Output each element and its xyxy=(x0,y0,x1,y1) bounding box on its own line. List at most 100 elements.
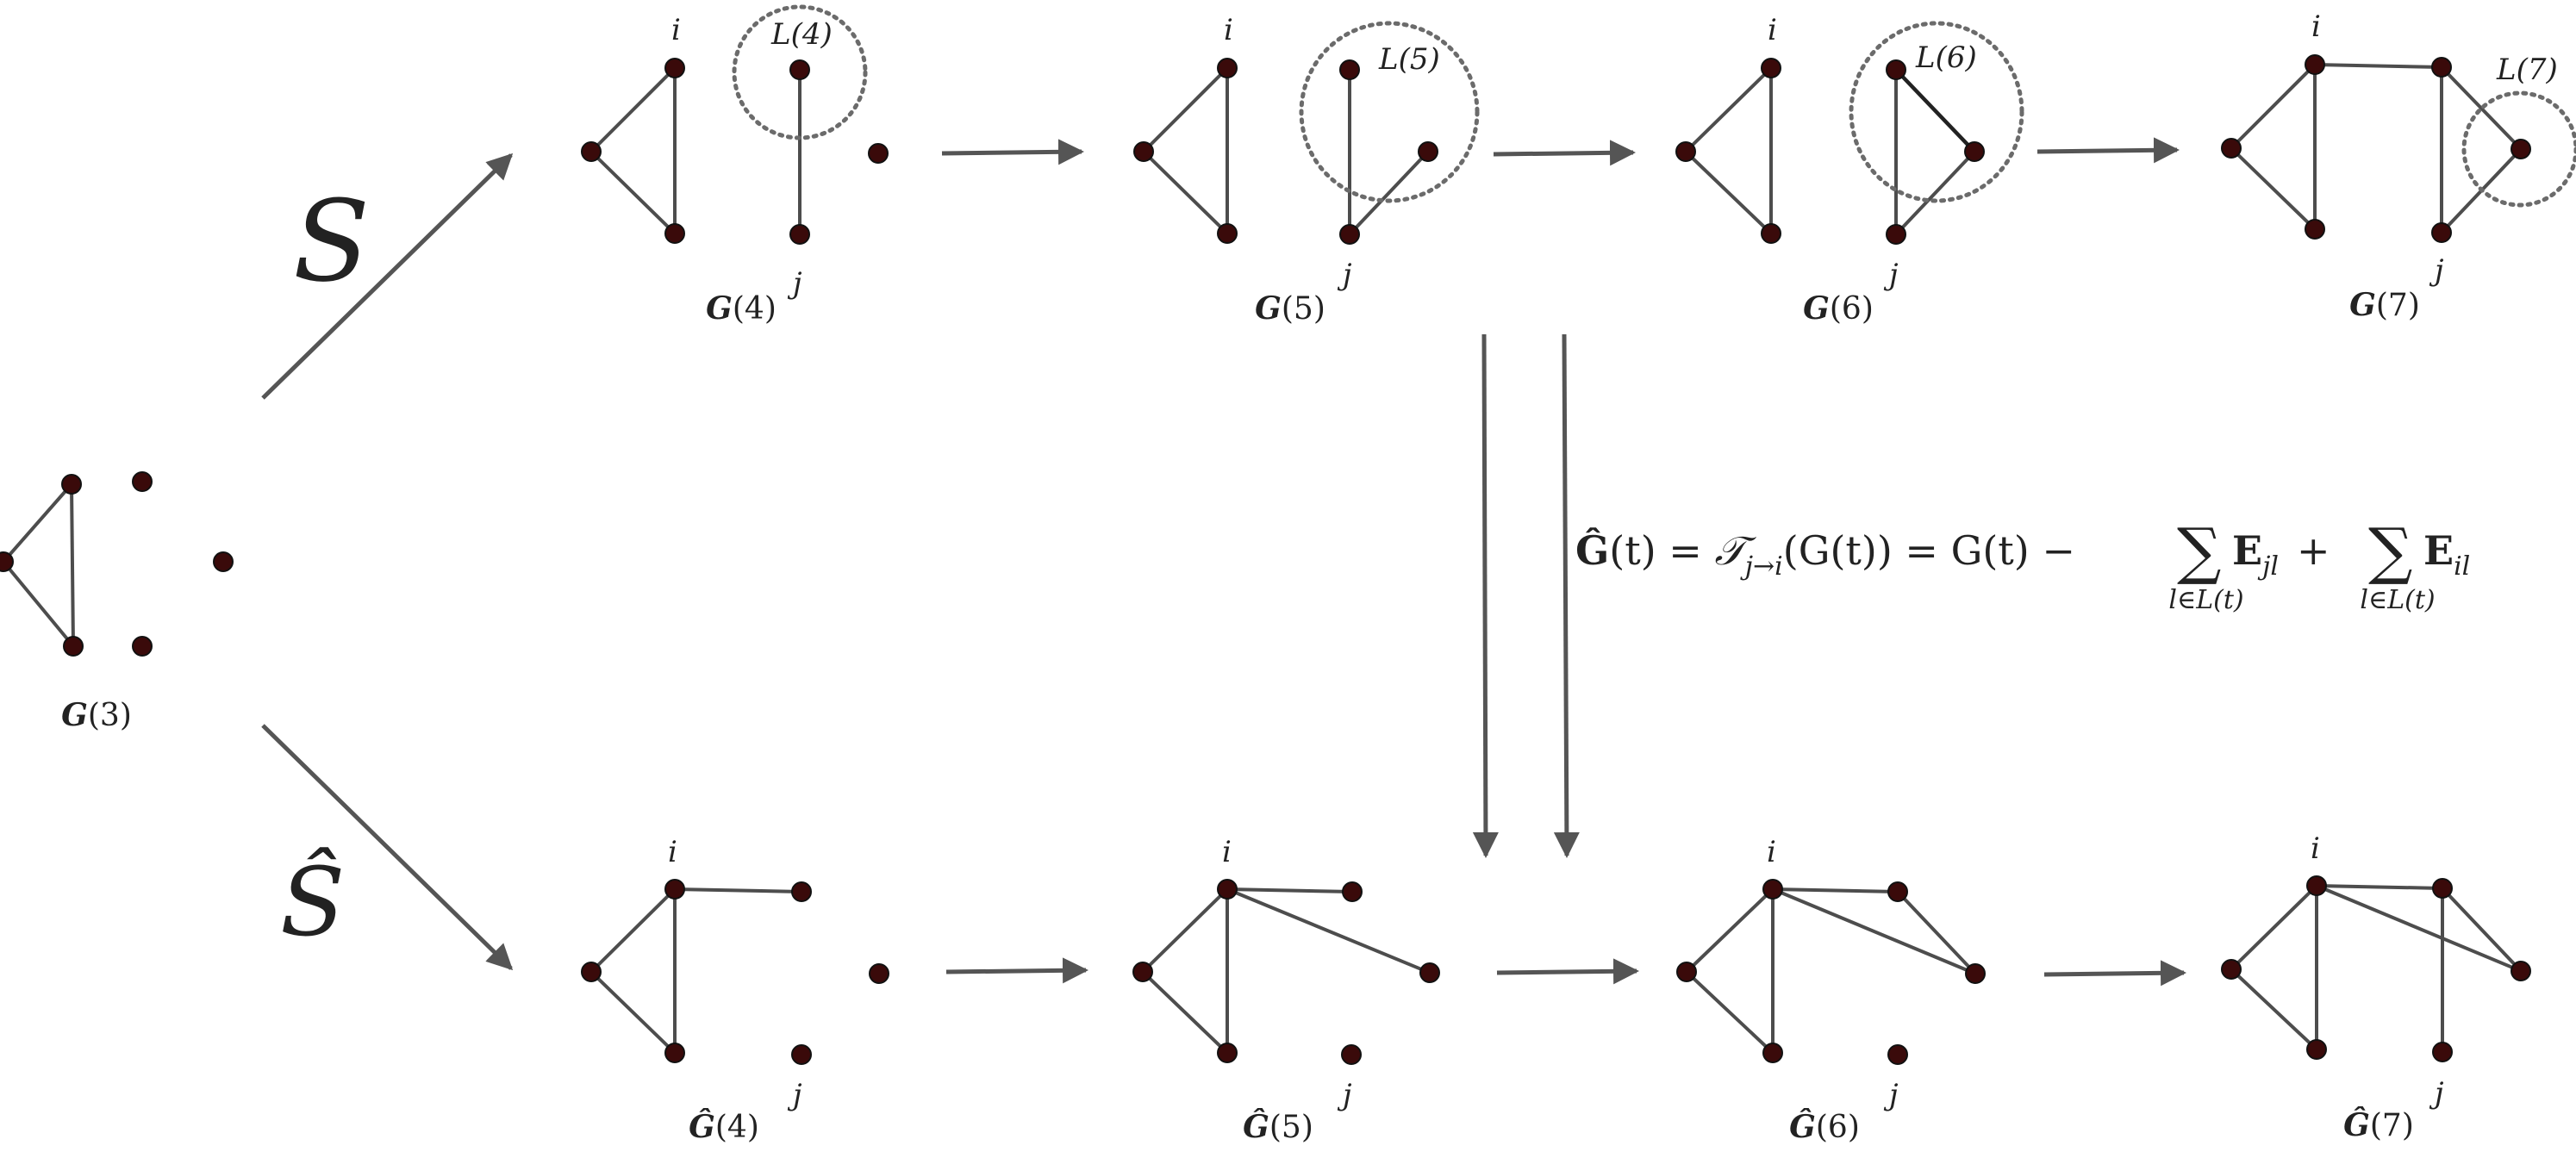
node xyxy=(0,551,14,572)
label-j: j xyxy=(787,1078,802,1112)
neighborhood-circle xyxy=(2461,90,2576,208)
arrow xyxy=(945,957,1088,984)
node xyxy=(1964,141,1985,162)
node-j xyxy=(1339,224,1360,245)
graph-label: Ĝ(5) xyxy=(1243,1109,1313,1145)
graph-label: G(7) xyxy=(2349,287,2420,323)
transform-arrow-left xyxy=(1472,333,1499,858)
equation-main: Ĝ(t) = 𝒯j→i(G(t)) = G(t) − xyxy=(1575,526,2075,582)
edge xyxy=(1142,66,1229,153)
neighborhood-circle xyxy=(1299,21,1480,203)
graph-g5: i j L(5) G(5) xyxy=(1133,13,1480,327)
arrow-to-bottom xyxy=(261,724,514,971)
node-j xyxy=(789,224,810,245)
circle-label: L(7) xyxy=(2496,53,2558,87)
circle-label: L(5) xyxy=(1378,42,1440,77)
graph-g4: i j L(4) G(4) xyxy=(581,4,889,327)
graph-label: Ĝ(4) xyxy=(689,1109,759,1145)
node xyxy=(1965,963,1986,984)
sum-symbol-2: ∑ xyxy=(2368,514,2412,587)
node xyxy=(2432,878,2453,899)
node xyxy=(1676,962,1697,982)
edge xyxy=(2230,63,2317,150)
node xyxy=(2431,57,2452,78)
node-j xyxy=(1341,1044,1362,1065)
node-i xyxy=(1761,58,1781,78)
node-i xyxy=(1217,58,1238,78)
edge xyxy=(2440,65,2523,151)
node xyxy=(2511,139,2531,159)
neighborhood-circle xyxy=(1849,21,2024,203)
node xyxy=(213,551,234,572)
node-i xyxy=(2306,875,2327,896)
edge xyxy=(2230,968,2318,1051)
edge xyxy=(674,887,802,893)
edge xyxy=(2230,884,2318,971)
graph-label: Ĝ(6) xyxy=(1789,1109,1860,1145)
node-j xyxy=(791,1044,812,1065)
edge xyxy=(1685,887,1775,974)
label-j: j xyxy=(787,266,802,301)
label-i: i xyxy=(2311,9,2321,44)
sum-under-2: l∈L(t) xyxy=(2360,585,2435,615)
node xyxy=(1217,1043,1238,1063)
arrow xyxy=(2043,960,2186,987)
sum-symbol-1: ∑ xyxy=(2177,514,2221,587)
edge xyxy=(2441,887,2523,973)
label-i: i xyxy=(668,835,677,869)
node-i xyxy=(664,58,685,78)
label-j: j xyxy=(1337,1078,1352,1112)
node xyxy=(1675,141,1696,162)
edge xyxy=(2230,146,2317,231)
edge xyxy=(589,970,677,1055)
node xyxy=(1339,59,1360,80)
edge xyxy=(2316,884,2522,973)
node-i xyxy=(664,879,685,900)
node xyxy=(2221,959,2242,980)
sum-term-1: Ejl xyxy=(2232,527,2279,582)
circle-label: L(6) xyxy=(1915,40,1977,75)
node-i xyxy=(2305,54,2325,75)
graph-label: G(4) xyxy=(706,290,777,327)
edge xyxy=(1772,887,1899,893)
label-j: j xyxy=(1883,258,1899,292)
node-i xyxy=(1217,879,1238,900)
node xyxy=(789,59,810,80)
edge xyxy=(1226,887,1431,974)
label-i: i xyxy=(1222,835,1232,869)
node xyxy=(2511,961,2531,981)
graph-ghat4: i j Ĝ(4) xyxy=(581,835,889,1145)
edge xyxy=(1894,150,1976,236)
edge xyxy=(70,483,75,647)
node xyxy=(2305,219,2325,240)
node-j xyxy=(2432,1042,2453,1062)
arrow xyxy=(1493,140,1636,166)
edge xyxy=(1685,970,1775,1055)
node-i xyxy=(1762,879,1783,900)
circle-label: L(4) xyxy=(770,17,833,52)
label-i: i xyxy=(1224,13,1233,47)
label-j: j xyxy=(2429,1076,2444,1111)
node xyxy=(1762,1043,1783,1063)
edge xyxy=(1684,150,1773,235)
edge xyxy=(1772,887,1976,975)
label-j: j xyxy=(1337,258,1352,292)
node xyxy=(791,881,812,902)
edge xyxy=(2316,884,2443,890)
edge xyxy=(2314,63,2442,69)
graph-ghat6: i j Ĝ(6) xyxy=(1676,835,1986,1145)
sum-term-2: Eil xyxy=(2423,527,2470,582)
label-i: i xyxy=(671,13,681,47)
node xyxy=(1887,881,1908,902)
node xyxy=(2221,138,2242,159)
node xyxy=(2306,1039,2327,1060)
label-i: i xyxy=(1767,835,1776,869)
arrow xyxy=(941,139,1084,165)
node xyxy=(664,1043,685,1063)
transform-equation: Ĝ(t) = 𝒯j→i(G(t)) = G(t) − ∑ Ejl l∈L(t) … xyxy=(1575,514,2470,615)
graph-label: G(5) xyxy=(1255,290,1325,327)
graph-label: Ĝ(7) xyxy=(2343,1107,2414,1143)
node xyxy=(63,636,84,657)
edge xyxy=(1684,66,1773,153)
arrow-to-top xyxy=(261,153,514,400)
